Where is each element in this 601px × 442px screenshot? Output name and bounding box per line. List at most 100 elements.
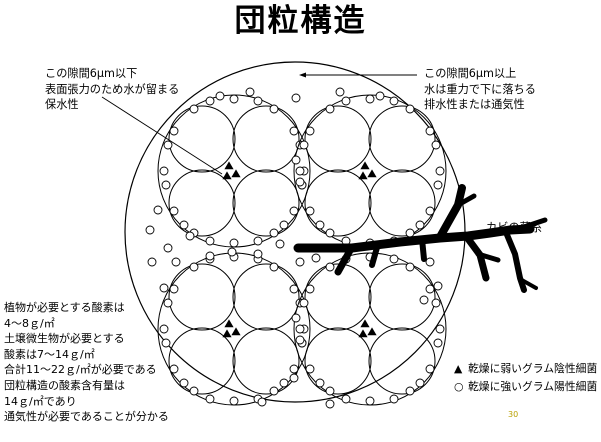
- gram-positive-bacteria-icon: [227, 247, 237, 257]
- gram-positive-bacteria-icon: [189, 104, 199, 114]
- soil-particle-circle: [368, 327, 436, 395]
- gram-positive-bacteria-icon: [419, 295, 429, 305]
- note-bottom: 植物が必要とする酸素は 4～8ｇ/㎡ 土壌微生物が必要とする 酸素は7～14ｇ/…: [4, 300, 169, 425]
- gram-positive-bacteria-icon: [431, 298, 441, 308]
- gram-positive-bacteria-icon: [365, 94, 375, 104]
- gram-positive-bacteria-icon: [205, 96, 215, 106]
- gram-positive-bacteria-icon: [299, 298, 309, 308]
- gram-positive-bacteria-icon: [253, 96, 263, 106]
- note-bottom-line-3: 土壌微生物が必要とする: [4, 332, 125, 346]
- gram-positive-bacteria-icon: [169, 126, 179, 136]
- gram-positive-bacteria-icon: [169, 206, 179, 216]
- note-right: この隙間6μm以上 水は重力で下に落ちる 排水性または通気性: [424, 66, 536, 113]
- gram-positive-bacteria-icon: [365, 396, 375, 406]
- gram-positive-bacteria-icon: [229, 238, 239, 248]
- gram-positive-bacteria-icon: [315, 220, 325, 230]
- gram-negative-bacteria-icon: [231, 169, 241, 178]
- note-left-line-3: 保水性: [45, 98, 79, 111]
- gram-positive-bacteria-icon: [289, 373, 299, 383]
- circle-icon: ○: [454, 380, 464, 393]
- legend-gram-positive-label: 乾燥に強いグラム陽性細菌: [468, 380, 598, 393]
- soil-particle-circle: [304, 327, 372, 395]
- note-bottom-line-2: 4～8ｇ/㎡: [4, 316, 55, 330]
- gram-positive-bacteria-icon: [405, 104, 415, 114]
- gram-positive-bacteria-icon: [291, 155, 301, 165]
- gram-positive-bacteria-icon: [253, 249, 263, 259]
- gram-positive-bacteria-icon: [269, 386, 279, 396]
- gram-positive-bacteria-icon: [289, 206, 299, 216]
- gram-positive-bacteria-icon: [179, 378, 189, 388]
- soil-particle-circle: [168, 263, 236, 331]
- gram-positive-bacteria-icon: [325, 399, 335, 409]
- gram-positive-bacteria-icon: [295, 177, 305, 187]
- gram-positive-bacteria-icon: [325, 262, 335, 272]
- soil-particle-circle: [232, 263, 300, 331]
- gram-positive-bacteria-icon: [305, 284, 315, 294]
- note-bottom-line-8: 通気性が必要であることが分かる: [4, 410, 169, 424]
- gram-positive-bacteria-icon: [325, 386, 335, 396]
- gram-negative-bacteria-icon: [231, 327, 241, 336]
- gram-positive-bacteria-icon: [431, 140, 441, 150]
- gram-positive-bacteria-icon: [179, 220, 189, 230]
- gram-positive-bacteria-icon: [341, 394, 351, 404]
- soil-particle-circle: [368, 169, 436, 237]
- note-bottom-line-1: 植物が必要とする酸素は: [4, 301, 125, 314]
- gram-negative-bacteria-icon: [358, 171, 368, 180]
- gram-positive-bacteria-icon: [425, 126, 435, 136]
- note-right-line-2: 水は重力で下に落ちる: [424, 82, 536, 96]
- gram-positive-bacteria-icon: [169, 364, 179, 374]
- gram-positive-bacteria-icon: [405, 386, 415, 396]
- gram-positive-bacteria-icon: [295, 335, 305, 345]
- gram-positive-bacteria-icon: [205, 236, 215, 246]
- note-bottom-line-5: 合計11～22ｇ/㎡が必要である: [4, 363, 157, 377]
- gram-positive-bacteria-icon: [169, 284, 179, 294]
- hypha-label: カビの菌糸: [486, 221, 542, 234]
- gram-negative-bacteria-icon: [360, 161, 370, 170]
- gram-positive-bacteria-icon: [305, 126, 315, 136]
- soil-particle-circle: [232, 327, 300, 395]
- gram-positive-bacteria-icon: [425, 206, 435, 216]
- gram-positive-bacteria-icon: [291, 313, 301, 323]
- gram-positive-bacteria-icon: [289, 364, 299, 374]
- gram-negative-bacteria-icon: [358, 329, 368, 338]
- soil-particle-circle: [304, 105, 372, 173]
- gram-positive-bacteria-icon: [389, 394, 399, 404]
- hypha-icon: [293, 184, 548, 293]
- gram-positive-bacteria-icon: [299, 140, 309, 150]
- page-title: 団粒構造: [234, 3, 367, 39]
- gram-positive-bacteria-icon: [147, 257, 157, 267]
- gram-positive-bacteria-icon: [205, 394, 215, 404]
- gram-negative-bacteria-icon: [222, 171, 232, 180]
- gram-positive-bacteria-icon: [159, 166, 169, 176]
- gram-negative-bacteria-icon: [222, 329, 232, 338]
- gram-positive-bacteria-icon: [171, 257, 181, 267]
- gram-positive-bacteria-icon: [279, 378, 289, 388]
- note-right-line-3: 排水性または通気性: [424, 98, 525, 111]
- gram-positive-bacteria-icon: [405, 228, 415, 238]
- gram-positive-bacteria-icon: [425, 284, 435, 294]
- soil-particle-circle: [232, 169, 300, 237]
- gram-positive-bacteria-icon: [189, 262, 199, 272]
- gram-positive-bacteria-icon: [311, 253, 321, 263]
- gram-positive-bacteria-icon: [257, 397, 267, 407]
- gram-positive-bacteria-icon: [305, 206, 315, 216]
- gram-positive-bacteria-icon: [375, 91, 385, 101]
- note-right-line-1: この隙間6μm以上: [424, 67, 517, 80]
- gram-positive-bacteria-icon: [145, 225, 155, 235]
- gram-positive-bacteria-icon: [245, 87, 255, 97]
- gram-positive-bacteria-icon: [405, 262, 415, 272]
- gram-positive-bacteria-icon: [269, 262, 279, 272]
- note-left: この隙間6μm以下 表面張力のため水が留まる 保水性: [45, 66, 179, 113]
- gram-positive-bacteria-icon: [389, 254, 399, 264]
- gram-positive-bacteria-icon: [305, 364, 315, 374]
- gram-negative-bacteria-icon: [224, 319, 234, 328]
- gram-positive-bacteria-icon: [161, 338, 171, 348]
- note-bottom-line-6: 団粒構造の酸素含有量は: [4, 378, 125, 392]
- legend-gram-negative: ▲乾燥に弱いグラム陰性細菌: [454, 361, 597, 376]
- soil-particle-circle: [232, 105, 300, 173]
- gram-positive-bacteria-icon: [295, 324, 305, 334]
- gram-positive-bacteria-icon: [229, 396, 239, 406]
- note-left-line-2: 表面張力のため水が留まる: [45, 82, 180, 96]
- triangle-icon: ▲: [454, 362, 463, 375]
